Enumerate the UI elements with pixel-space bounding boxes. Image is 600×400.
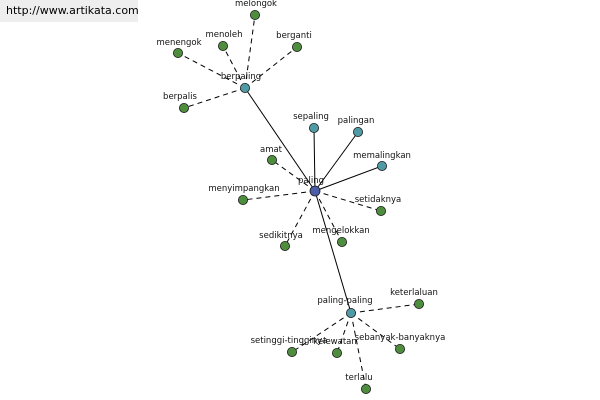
edge-paling-paling-terlalu: [350, 312, 367, 390]
node-marker-setidaknya[interactable]: [375, 205, 386, 216]
edge-paling-paling-sebanyak-banyaknya: [350, 312, 401, 350]
edges-layer: [177, 14, 420, 390]
node-marker-sepaling[interactable]: [308, 123, 319, 134]
node-amat[interactable]: amat: [260, 145, 283, 165]
node-label-sebanyak-banyaknya[interactable]: sebanyak-banyaknya: [355, 333, 446, 343]
node-label-berpaling[interactable]: berpaling: [221, 72, 261, 82]
node-marker-berganti[interactable]: [291, 42, 302, 53]
edge-paling-paling-paling: [314, 190, 352, 314]
node-palingan[interactable]: palingan: [338, 116, 375, 138]
edge-paling-paling-setinggi-tingginya: [291, 312, 352, 353]
edge-paling-paling-keterlaluan: [350, 303, 420, 314]
node-label-paling-paling[interactable]: paling-paling: [317, 296, 372, 306]
node-melongok[interactable]: melongok: [235, 0, 277, 20]
node-terlalu[interactable]: terlalu: [345, 373, 373, 394]
node-paling-paling[interactable]: paling-paling: [317, 296, 373, 318]
node-marker-amat[interactable]: [266, 154, 277, 165]
edge-paling-palingan: [314, 131, 359, 192]
node-marker-menoleh[interactable]: [217, 41, 228, 52]
node-marker-setinggi-tingginya[interactable]: [286, 346, 297, 357]
node-label-menoleh[interactable]: menoleh: [205, 30, 242, 40]
node-marker-menyimpangkan[interactable]: [237, 194, 248, 205]
node-label-menengok[interactable]: menengok: [156, 38, 201, 48]
node-menoleh[interactable]: menoleh: [205, 30, 243, 52]
node-kelewatan[interactable]: kelewatan: [313, 337, 357, 358]
url-banner: http://www.artikata.com: [0, 0, 139, 22]
node-marker-palingan[interactable]: [352, 127, 363, 138]
edge-paling-setidaknya: [314, 190, 382, 212]
node-keterlaluan[interactable]: keterlaluan: [390, 288, 438, 309]
node-label-amat[interactable]: amat: [260, 145, 283, 155]
node-marker-terlalu[interactable]: [360, 383, 371, 394]
node-marker-menengok[interactable]: [172, 48, 183, 59]
node-marker-berpalis[interactable]: [178, 103, 189, 114]
url-text: http://www.artikata.com: [6, 4, 139, 17]
node-menyimpangkan[interactable]: menyimpangkan: [208, 184, 280, 205]
node-marker-sebanyak-banyaknya[interactable]: [394, 343, 405, 354]
node-marker-mengelokkan[interactable]: [336, 236, 347, 247]
node-label-palingan[interactable]: palingan: [338, 116, 375, 126]
edge-paling-berpaling: [244, 87, 316, 192]
node-marker-berpaling[interactable]: [239, 83, 250, 94]
node-label-setinggi-tingginya[interactable]: setinggi-tingginya: [251, 336, 328, 346]
node-label-sepaling[interactable]: sepaling: [293, 112, 329, 122]
edge-paling-mengelokkan: [314, 190, 343, 243]
edge-berpaling-menengok: [177, 52, 246, 89]
node-label-sedikitnya[interactable]: sedikitnya: [259, 231, 303, 241]
node-berpalis[interactable]: berpalis: [163, 92, 198, 114]
edge-berpaling-berpalis: [183, 87, 246, 109]
node-label-berganti[interactable]: berganti: [276, 31, 312, 41]
node-label-setidaknya[interactable]: setidaknya: [355, 195, 402, 205]
node-label-terlalu[interactable]: terlalu: [345, 373, 372, 383]
edge-berpaling-berganti: [244, 46, 298, 89]
node-berganti[interactable]: berganti: [276, 31, 312, 53]
node-marker-kelewatan[interactable]: [331, 347, 342, 358]
edge-paling-menyimpangkan: [242, 190, 316, 201]
node-menengok[interactable]: menengok: [156, 38, 202, 59]
node-marker-keterlaluan[interactable]: [413, 298, 424, 309]
node-label-menyimpangkan[interactable]: menyimpangkan: [208, 184, 279, 194]
node-sebanyak-banyaknya[interactable]: sebanyak-banyaknya: [355, 333, 446, 354]
node-marker-melongok[interactable]: [249, 9, 260, 20]
edge-paling-sepaling: [313, 127, 316, 192]
node-label-memalingkan[interactable]: memalingkan: [353, 151, 411, 161]
node-setidaknya[interactable]: setidaknya: [355, 195, 402, 216]
node-sepaling[interactable]: sepaling: [293, 112, 329, 134]
node-label-kelewatan[interactable]: kelewatan: [313, 337, 357, 347]
node-label-keterlaluan[interactable]: keterlaluan: [390, 288, 438, 298]
node-marker-paling-paling[interactable]: [345, 307, 356, 318]
edge-paling-memalingkan: [314, 165, 383, 192]
node-mengelokkan[interactable]: mengelokkan: [312, 226, 370, 247]
node-label-berpalis[interactable]: berpalis: [163, 92, 197, 102]
node-label-paling[interactable]: paling: [298, 176, 324, 186]
edge-paling-sedikitnya: [284, 190, 316, 247]
node-berpaling[interactable]: berpaling: [221, 72, 261, 94]
node-memalingkan[interactable]: memalingkan: [353, 151, 411, 171]
node-label-mengelokkan[interactable]: mengelokkan: [312, 226, 369, 236]
node-marker-memalingkan[interactable]: [376, 160, 387, 171]
edge-berpaling-menoleh: [222, 45, 246, 89]
node-marker-sedikitnya[interactable]: [279, 240, 290, 251]
node-sedikitnya[interactable]: sedikitnya: [259, 231, 303, 251]
edge-berpaling-melongok: [244, 14, 256, 89]
edge-paling-paling-kelewatan: [336, 312, 352, 354]
node-paling[interactable]: paling: [298, 176, 324, 197]
nodes-layer: paling berpaling sepaling palingan memalingk…: [156, 0, 445, 394]
node-setinggi-tingginya[interactable]: setinggi-tingginya: [251, 336, 328, 357]
node-label-melongok[interactable]: melongok: [235, 0, 277, 9]
node-marker-paling[interactable]: [309, 185, 321, 197]
